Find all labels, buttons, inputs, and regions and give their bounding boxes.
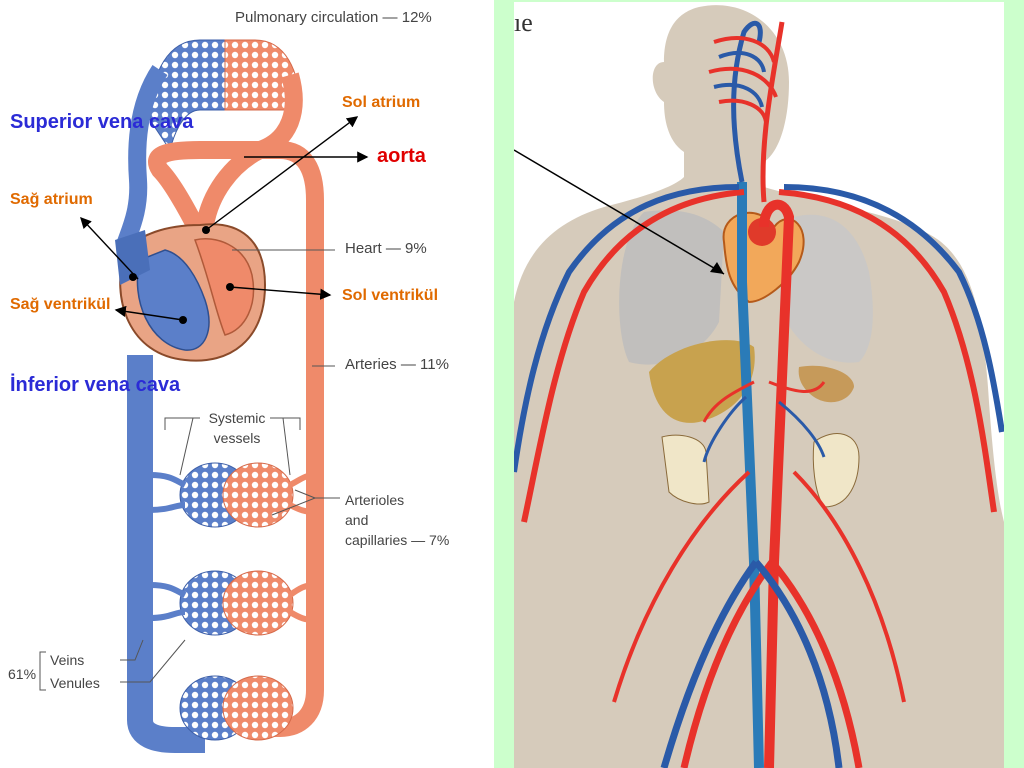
arterioles-label: Arterioles and capillaries — 7% (345, 490, 449, 550)
veins-percent: 61% (8, 666, 37, 682)
sag-ventrikul-label: Sağ ventrikül (10, 296, 111, 313)
systemic-line2: vessels (213, 430, 261, 446)
leader-lines (39, 249, 340, 691)
stomach (798, 365, 854, 403)
pulmonary-vein-blue (116, 65, 168, 248)
arterioles-line3: capillaries — 7% (345, 532, 450, 548)
venules-label: Venules (50, 675, 100, 691)
panel-title-fragment: ıe (514, 8, 533, 37)
body-silhouette (514, 5, 1004, 768)
human-body-circulation (514, 5, 1004, 768)
arterioles-line2: and (345, 512, 369, 528)
superior-vena-cava-label: Superior vena cava (10, 111, 194, 133)
systemic-branches (149, 472, 316, 623)
arterioles-line1: Arterioles (345, 492, 405, 508)
arteries-label: Arteries — 11% (345, 356, 449, 373)
liver (649, 340, 755, 423)
vena-cava-vessel (737, 182, 764, 768)
circulation-diagram (39, 39, 369, 753)
heart (115, 223, 267, 362)
annotation-arrows (80, 116, 369, 321)
inferior-vena-cava-label: İnferior vena cava (10, 374, 181, 396)
right-intestine (812, 433, 860, 508)
vena-cava (127, 355, 205, 753)
systemic-capillaries-1 (179, 462, 294, 528)
left-intestine (661, 434, 710, 505)
left-lung (619, 210, 724, 365)
systemic-capillaries-2 (179, 570, 294, 636)
veins-label: Veins (50, 652, 85, 668)
annotation-dots (129, 226, 234, 324)
aorta-loop (148, 141, 324, 737)
body-panel: ıe (514, 2, 1004, 768)
heart-label: Heart — 9% (345, 240, 427, 257)
body-arrow (514, 149, 725, 275)
systemic-vessels-label: Systemic vessels (203, 408, 271, 448)
sol-ventrikul-label: Sol ventrikül (342, 287, 439, 304)
pulmonary-label: Pulmonary circulation — 12% (235, 9, 432, 26)
systemic-capillaries-3 (179, 675, 294, 741)
aorta-label: aorta (377, 145, 426, 167)
aorta-vessel (759, 199, 795, 768)
sol-atrium-label: Sol atrium (342, 94, 421, 111)
sag-atrium-label: Sağ atrium (10, 191, 93, 208)
systemic-line1: Systemic (208, 410, 266, 426)
